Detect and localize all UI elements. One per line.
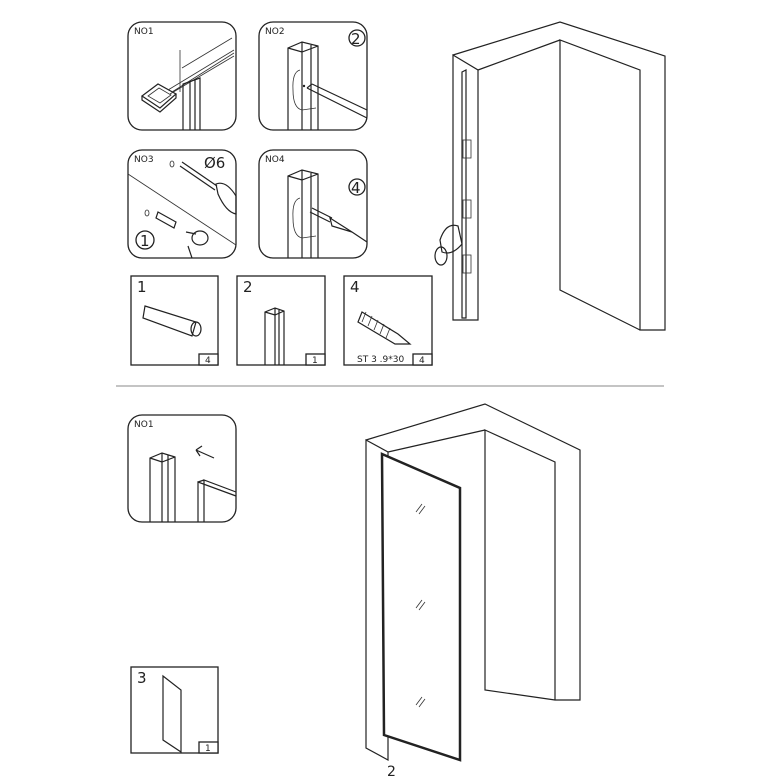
part-box-1: 1 4 — [130, 275, 219, 366]
wall-corner-profile-illustration — [434, 21, 666, 331]
callout-circle — [135, 230, 155, 250]
step-panel-bottom-no1: NO1 — [127, 414, 237, 523]
step-label: NO4 — [265, 155, 285, 165]
part-quantity: 4 — [419, 356, 425, 366]
step-label: NO1 — [134, 27, 154, 37]
callout-number: 2 — [351, 30, 361, 48]
callout-circle — [348, 29, 366, 47]
step-panel-no1: NO1 — [127, 21, 237, 131]
pencil-icon — [306, 83, 368, 119]
part-number: 1 — [137, 278, 147, 296]
step-label: NO2 — [265, 27, 285, 37]
glass-panel-icon — [162, 674, 182, 754]
step-label: NO3 — [134, 155, 154, 165]
glass-panel-icon — [197, 479, 237, 522]
screw-icon — [357, 311, 412, 345]
part-box-4: 4 ST 3 .9*30 4 — [343, 275, 433, 366]
screw-icon — [309, 207, 333, 223]
step-label: NO1 — [134, 420, 154, 430]
part-box-2: 2 1 — [236, 275, 326, 366]
hammer-icon — [191, 230, 209, 246]
part-number: 3 — [137, 669, 147, 687]
drill-size: Ø6 — [204, 154, 225, 172]
part-number: 4 — [350, 278, 360, 296]
arrow-icon — [195, 445, 215, 459]
callout-number: 1 — [140, 232, 150, 250]
screwdriver-icon — [329, 216, 368, 243]
wall-plug-icon — [142, 305, 197, 337]
callout-number: 4 — [351, 179, 361, 197]
part-quantity: 1 — [205, 744, 211, 754]
wall-plug-icon — [155, 211, 177, 229]
spirit-level-icon — [140, 37, 235, 130]
drill-icon — [179, 161, 218, 191]
part-spec: ST 3 .9*30 — [357, 355, 404, 365]
step-panel-no4: NO4 4 — [258, 149, 368, 259]
step-panel-no2: NO2 2 — [258, 21, 368, 131]
part-box-3: 3 1 — [130, 666, 219, 754]
part-quantity: 4 — [205, 356, 211, 366]
step-panel-no3: NO3 Ø6 1 — [127, 149, 237, 259]
profile-icon — [264, 307, 285, 365]
part-quantity: 1 — [312, 356, 318, 366]
part-number: 2 — [243, 278, 253, 296]
callout-circle — [348, 178, 366, 196]
shower-panel-illustration — [365, 403, 581, 762]
page-number: 2 — [387, 764, 396, 779]
hand-icon — [439, 224, 463, 254]
